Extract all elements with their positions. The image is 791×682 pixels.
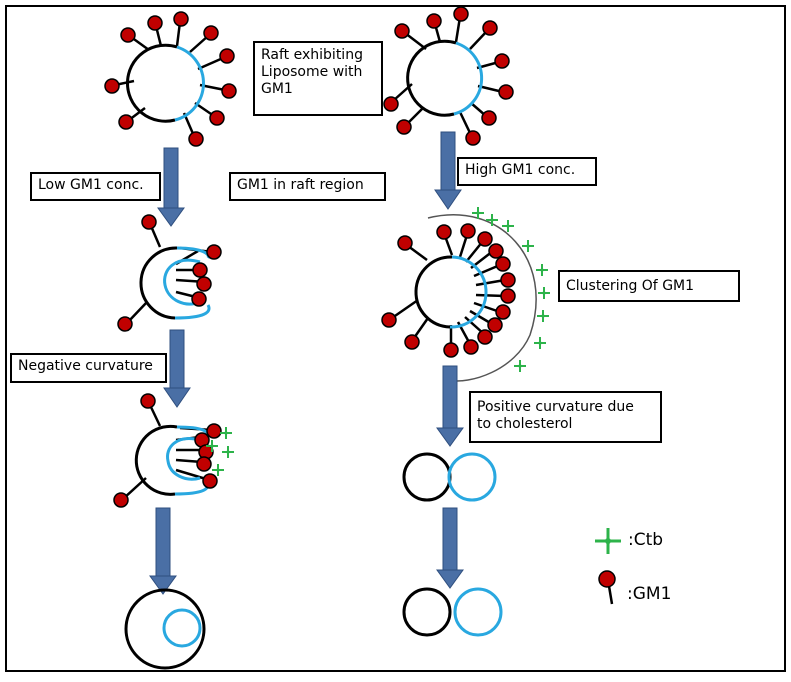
liposome-inward-bud-ctb xyxy=(113,393,235,508)
high-gm1-label: High GM1 conc. xyxy=(457,157,597,186)
positive-curvature-label: Positive curvature due to cholesterol xyxy=(469,391,662,443)
positive-curvature-label-line-2: to cholesterol xyxy=(477,416,573,432)
raft-liposome-label-line-1: Raft exhibiting xyxy=(261,47,363,63)
arrow-down xyxy=(157,147,185,227)
negative-curvature-label: Negative curvature xyxy=(10,353,167,383)
arrow-down xyxy=(436,365,464,447)
gm1-heads xyxy=(104,11,237,147)
liposome-gm1-cluster xyxy=(381,206,551,382)
gm1-legend-label: :GM1 xyxy=(627,584,672,604)
raft-liposome-label-line-2: Liposome with xyxy=(261,64,363,80)
clustering-gm1-label: Clustering Of GM1 xyxy=(558,270,740,302)
arrow-down xyxy=(163,329,191,408)
ctb-legend-icon xyxy=(595,528,621,554)
liposome-internal-vesicle xyxy=(124,588,206,670)
gm1-raft-region-label: GM1 in raft region xyxy=(229,172,386,201)
gm1-legend-icon xyxy=(598,570,616,605)
vesicle-pair-lower xyxy=(402,587,503,637)
positive-curvature-label-line-1: Positive curvature due xyxy=(477,399,634,415)
liposome-top-right xyxy=(383,6,514,146)
diagram-frame xyxy=(5,5,786,672)
liposome-top-left xyxy=(104,11,237,147)
arrow-down xyxy=(436,507,464,589)
raft-liposome-label-line-3: GM1 xyxy=(261,81,293,97)
arrow-down xyxy=(149,507,177,595)
liposome-inward-bud xyxy=(117,214,222,332)
ctb-legend-label: :Ctb xyxy=(628,530,664,550)
raft-liposome-label: Raft exhibiting Liposome with GM1 xyxy=(253,41,383,116)
vesicle-pair-upper xyxy=(402,452,497,502)
arrow-down xyxy=(434,131,462,210)
low-gm1-label: Low GM1 conc. xyxy=(30,172,161,201)
